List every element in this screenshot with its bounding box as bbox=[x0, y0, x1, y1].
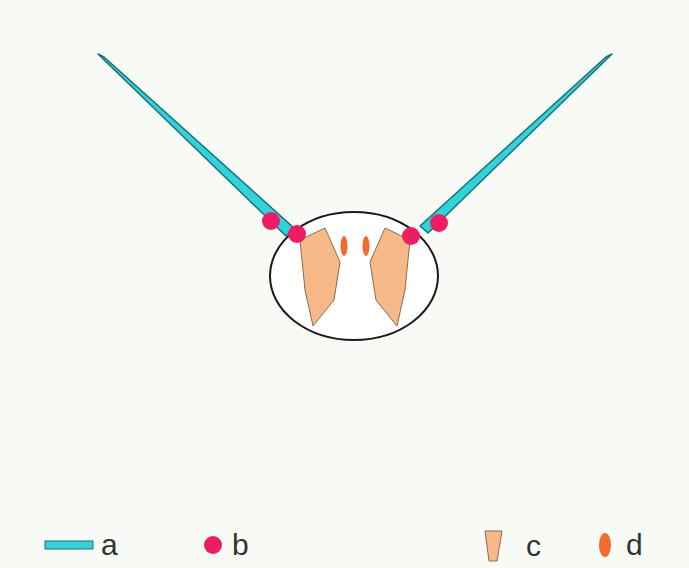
antenna-socket bbox=[402, 227, 420, 245]
legend-swatch bbox=[203, 535, 223, 555]
legend-swatch bbox=[44, 538, 94, 552]
legend-swatch bbox=[483, 530, 503, 562]
legend-swatch-shape bbox=[485, 531, 502, 561]
compound-eye bbox=[300, 228, 340, 326]
antenna-socket bbox=[288, 225, 306, 243]
ocellus bbox=[341, 236, 348, 256]
compound-eye bbox=[370, 228, 410, 326]
legend-swatch-shape bbox=[45, 541, 93, 549]
legend-label: a bbox=[101, 530, 118, 560]
antenna-socket bbox=[262, 212, 280, 230]
legend-swatch bbox=[598, 532, 612, 558]
legend-swatch-shape bbox=[204, 536, 222, 554]
antenna bbox=[98, 54, 294, 236]
legend-label: c bbox=[526, 531, 541, 561]
antenna bbox=[420, 54, 612, 233]
legend-swatch-shape bbox=[599, 533, 611, 557]
antenna-socket bbox=[430, 214, 448, 232]
legend-label: b bbox=[232, 530, 249, 560]
ocellus bbox=[363, 236, 370, 256]
legend-label: d bbox=[626, 530, 643, 560]
head-capsule bbox=[270, 212, 438, 340]
